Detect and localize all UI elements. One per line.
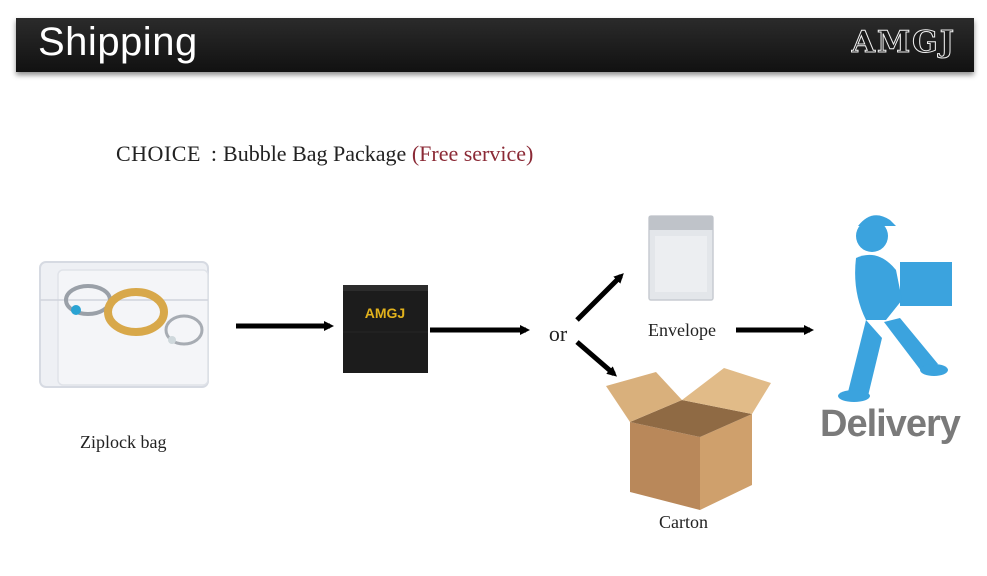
header-banner: Shipping AMGJ [16, 18, 974, 72]
ziplock-bag-icon [39, 261, 209, 388]
bubble-envelope-icon [648, 215, 714, 301]
choice-line: CHOICE:Bubble Bag Package (Free service) [116, 141, 533, 167]
ziplock-label: Ziplock bag [80, 432, 167, 452]
connector-or: or [549, 321, 568, 346]
header-brand-logo: AMGJ [851, 25, 956, 61]
arrow-to-envelope [575, 273, 624, 322]
box-brand-text: AMGJ [365, 305, 405, 321]
choice-package: Bubble Bag Package [223, 141, 407, 166]
choice-label: CHOICE [116, 141, 201, 166]
envelope-label: Envelope [648, 320, 716, 340]
delivery-label: Delivery [820, 403, 961, 445]
choice-separator: : [210, 141, 218, 166]
courier-figure-icon [838, 215, 952, 402]
carton-box-icon [606, 368, 771, 510]
carton-label: Carton [659, 512, 708, 532]
choice-note: (Free service) [411, 141, 534, 166]
gift-box-icon [343, 285, 428, 373]
header-title: Shipping [38, 20, 198, 64]
arrow-to-carton [575, 340, 618, 377]
